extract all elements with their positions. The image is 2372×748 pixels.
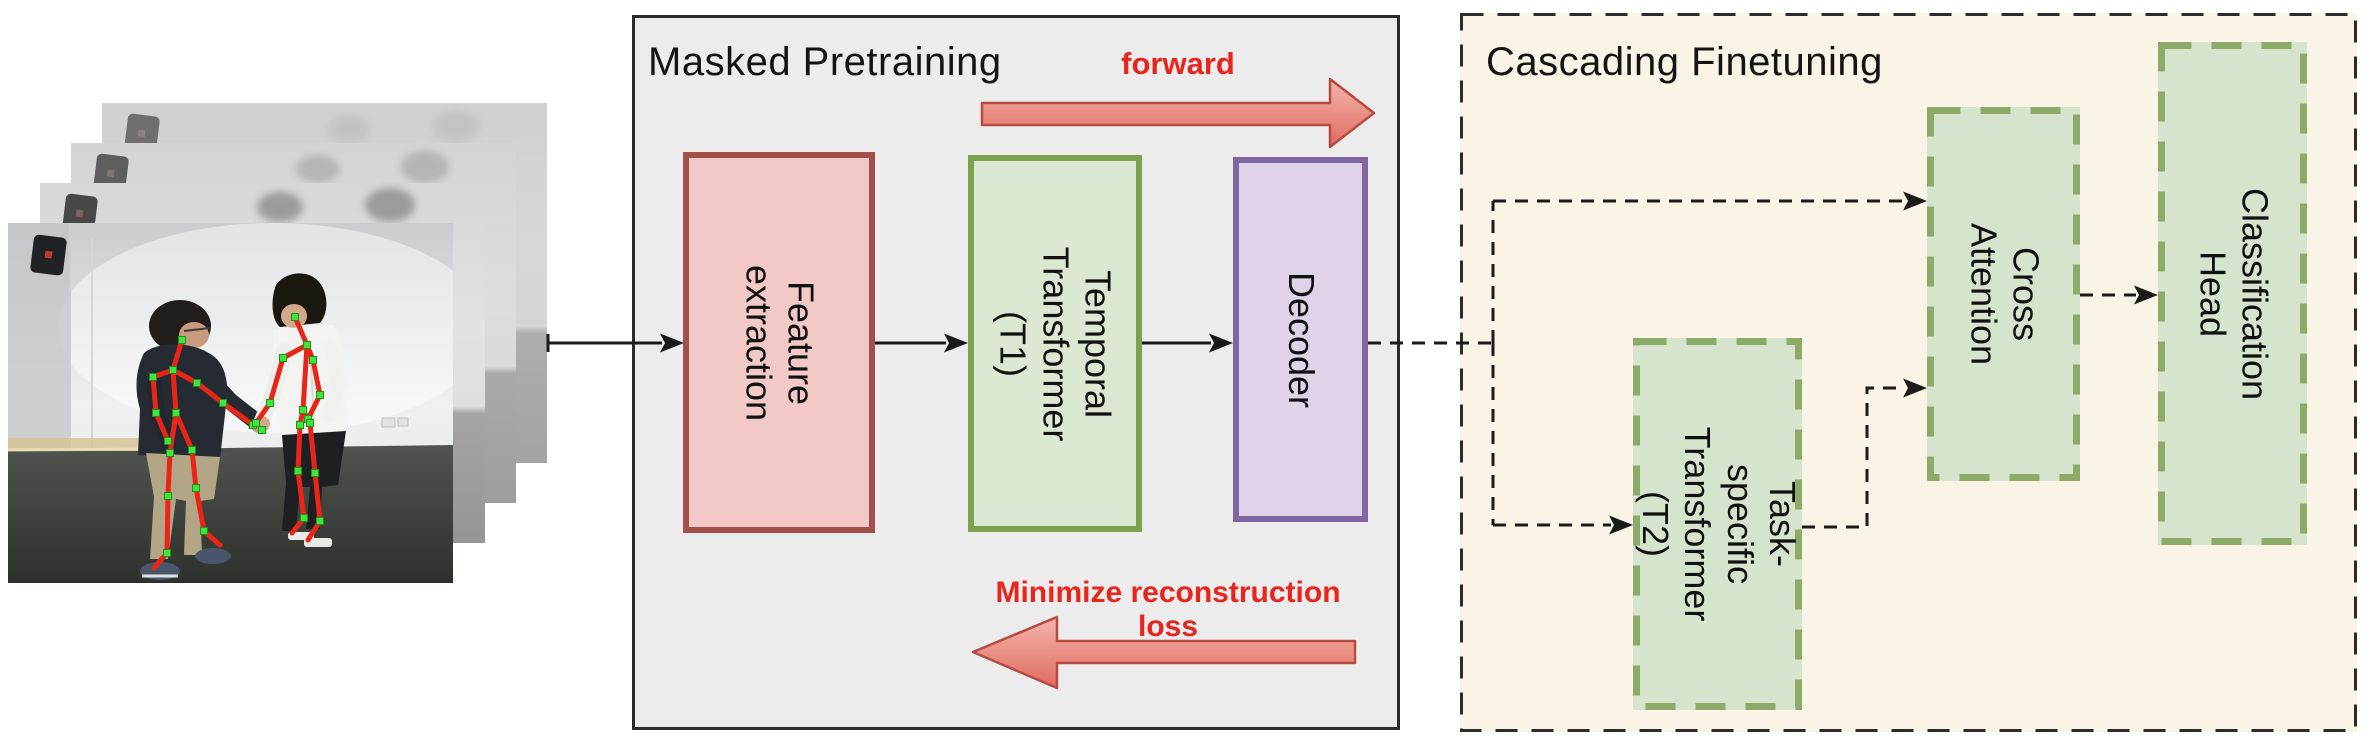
ghost-head xyxy=(327,115,371,143)
pose-skeleton-left xyxy=(150,337,256,571)
feature-extraction-label: Feature extraction xyxy=(738,264,822,421)
pretraining-title: Masked Pretraining xyxy=(648,40,1002,84)
video-frame-front xyxy=(7,223,488,583)
decoder-box: Decoder xyxy=(1233,157,1368,522)
task-specific-transformer-label: Task-specific Transformer (T2) xyxy=(1634,426,1803,622)
cross-attention-box: Cross Attention xyxy=(1927,107,2080,481)
forward-label: forward xyxy=(1121,46,1235,81)
ghost-head xyxy=(257,192,303,222)
ghost-head xyxy=(365,188,415,222)
reconstruction-loss-label: Minimize reconstruction loss xyxy=(995,576,1341,643)
pose-skeleton-right xyxy=(253,314,323,543)
temporal-transformer-box: Temporal Transformer (T1) xyxy=(968,155,1142,532)
ghost-head xyxy=(296,155,340,183)
classification-head-box: Classification Head xyxy=(2158,42,2307,545)
decoder-label: Decoder xyxy=(1280,271,1322,408)
finetuning-title: Cascading Finetuning xyxy=(1486,40,1883,84)
cross-attention-label: Cross Attention xyxy=(1962,222,2046,366)
person-left xyxy=(136,300,267,580)
handshake-scene xyxy=(7,223,488,583)
ghost-head xyxy=(401,151,449,183)
task-specific-transformer-box: Task-specific Transformer (T2) xyxy=(1633,338,1802,710)
feature-extraction-box: Feature extraction xyxy=(683,152,875,533)
classification-head-label: Classification Head xyxy=(2191,187,2275,400)
ghost-head xyxy=(432,111,480,143)
temporal-transformer-label: Temporal Transformer (T1) xyxy=(992,246,1119,441)
pose-joints xyxy=(149,313,324,557)
speaker-icon xyxy=(30,234,67,276)
